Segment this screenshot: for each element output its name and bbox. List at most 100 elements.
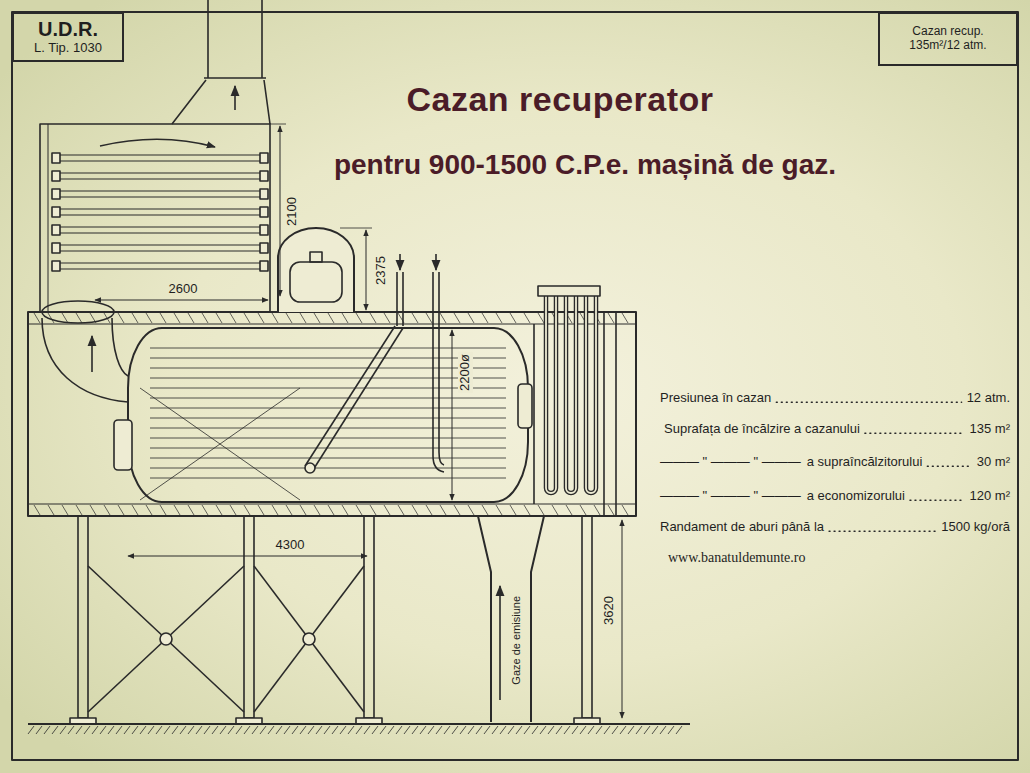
extension-line	[270, 124, 286, 125]
brick-hatch	[356, 313, 362, 323]
flow-arrow	[234, 86, 236, 110]
support-column	[364, 516, 374, 718]
ground-hatch	[452, 726, 458, 734]
flue-duct	[42, 318, 128, 402]
label-slot: 2100	[285, 197, 300, 226]
brick-hatch	[608, 313, 614, 323]
brick-hatch	[160, 313, 166, 323]
ground-hatch	[364, 726, 370, 734]
dimension-line	[366, 230, 367, 310]
ground-hatch	[132, 726, 138, 734]
extension-line	[340, 228, 372, 229]
ground-hatch	[52, 726, 58, 734]
ground-hatch	[676, 726, 682, 734]
brick-hatch	[160, 505, 166, 515]
dimension-value: 2200ø	[458, 352, 473, 393]
brick-hatch	[48, 313, 54, 323]
ground-hatch	[588, 726, 594, 734]
steam-pipe	[397, 272, 403, 326]
separator-wall	[533, 324, 535, 504]
stay-pipe	[313, 328, 403, 470]
ground-hatch	[124, 726, 130, 734]
brick-hatch	[104, 505, 110, 515]
ground-hatch	[236, 726, 242, 734]
drawing-subtitle: pentru 900-1500 C.P.e. mașină de gaz.	[334, 149, 836, 181]
support-column	[78, 516, 88, 718]
superheater-tube	[60, 173, 260, 179]
brick-hatch	[440, 313, 446, 323]
ground-hatch	[244, 726, 250, 734]
sheet-frame	[12, 12, 1018, 760]
cross-brace	[88, 566, 244, 712]
ground-hatch	[276, 726, 282, 734]
ground-hatch	[28, 726, 34, 734]
table-cell: Suprafața de încălzire a cazanului	[664, 422, 860, 437]
drawing-title: Cazan recuperator	[406, 80, 713, 119]
brick-hatch	[216, 505, 222, 515]
brick-hatch	[258, 313, 264, 323]
flow-arrow	[499, 586, 501, 700]
fire-tube	[150, 378, 506, 379]
brick-hatch	[62, 505, 68, 515]
dimension-line	[280, 126, 281, 296]
ground-hatch	[564, 726, 570, 734]
economizer-tube	[566, 296, 576, 493]
brick-hatch	[482, 313, 488, 323]
fire-tube	[150, 408, 506, 409]
dimension-line	[128, 556, 367, 557]
dimension-value: 2375	[374, 256, 389, 285]
brick-hatch	[188, 505, 194, 515]
label-slot: Presiunea în cazan	[660, 391, 771, 406]
title-block-box: Cazan recup.135m²/12 atm.	[878, 12, 1018, 66]
flow-arrow	[399, 254, 401, 270]
tube-cap	[260, 225, 268, 235]
brick-hatch	[174, 505, 180, 515]
stay-rod	[140, 388, 300, 500]
ground-hatch	[444, 726, 450, 734]
sheet-subheading: 135m²/12 atm.	[909, 39, 986, 53]
brick-hatch	[272, 313, 278, 323]
ground-hatch	[252, 726, 258, 734]
ground-hatch	[652, 726, 658, 734]
brick-hatch	[426, 313, 432, 323]
ground-hatch	[260, 726, 266, 734]
brick-hatch	[300, 505, 306, 515]
label-slot: 12 atm.	[967, 391, 1010, 406]
flow-label: Gaze de emisiune	[510, 596, 523, 685]
brick-hatch	[244, 313, 250, 323]
brick-hatch	[384, 313, 390, 323]
economizer-tube	[546, 296, 556, 493]
label-slot: 2375	[374, 256, 389, 285]
ground-hatch	[196, 726, 202, 734]
dimension-line	[95, 300, 268, 301]
brick-hatch	[454, 313, 460, 323]
table-cell: 30 m²	[977, 455, 1010, 470]
brick-hatch	[118, 313, 124, 323]
ground-hatch	[316, 726, 322, 734]
ground-line	[28, 723, 690, 725]
brick-hatch	[552, 505, 558, 515]
brick-hatch	[174, 313, 180, 323]
label-slot: a supraîncălzitorului	[807, 455, 923, 470]
dot-leader	[829, 530, 936, 531]
dome-vessel	[290, 262, 342, 302]
fire-tube	[150, 428, 506, 429]
ground-hatch	[340, 726, 346, 734]
housing-wall	[48, 124, 49, 312]
brick-hatch	[258, 505, 264, 515]
tube-cap	[52, 189, 60, 199]
dimension-value: 2600	[169, 282, 198, 297]
feed-pipe	[433, 272, 444, 472]
brick-hatch	[286, 505, 292, 515]
label-slot: 135 m²	[970, 422, 1010, 437]
brick-hatch	[34, 505, 40, 515]
superheater-tube	[60, 191, 260, 197]
fire-tube	[150, 348, 506, 349]
stay-joint	[305, 463, 315, 473]
brick-hatch	[314, 313, 320, 323]
ground-hatch	[164, 726, 170, 734]
label-slot: 30 m²	[977, 455, 1010, 470]
cross-brace	[88, 566, 244, 712]
ground-hatch	[188, 726, 194, 734]
